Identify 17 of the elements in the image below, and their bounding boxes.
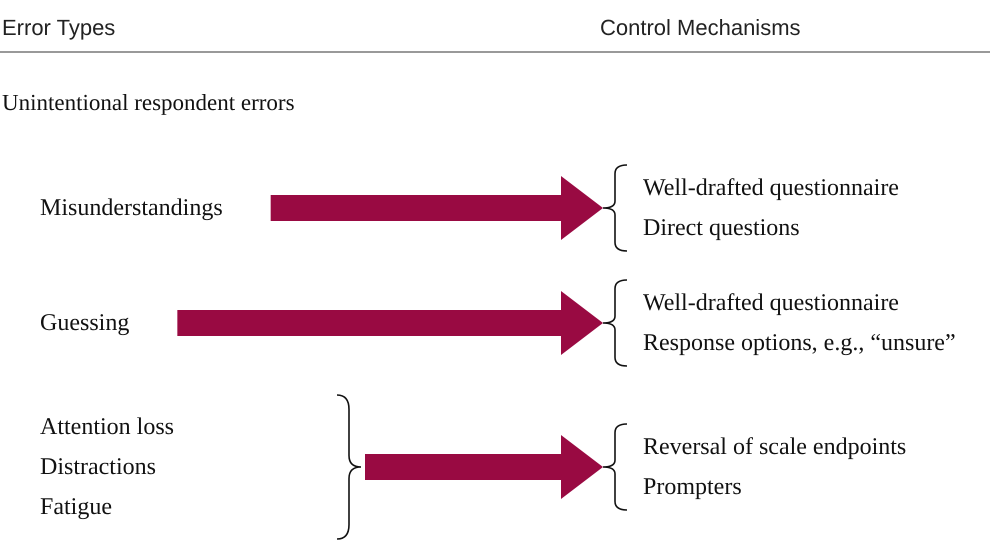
arrow	[177, 291, 603, 355]
arrow	[270, 176, 603, 240]
error-type-text: Guessing	[40, 309, 130, 338]
control-mechanism-text: Prompters	[643, 473, 742, 502]
error-type-text: Attention loss	[40, 413, 174, 442]
control-mechanism-text: Well-drafted questionnaire	[643, 174, 899, 203]
arrow	[365, 435, 603, 499]
error-type-text: Distractions	[40, 453, 156, 482]
control-mechanism-text: Response options, e.g., “unsure”	[643, 329, 956, 358]
error-type-text: Fatigue	[40, 493, 112, 522]
error-type-text: Misunderstandings	[40, 194, 223, 223]
control-mechanism-text: Reversal of scale endpoints	[643, 433, 906, 462]
column-heading: Control Mechanisms	[600, 15, 801, 41]
control-mechanism-text: Well-drafted questionnaire	[643, 289, 899, 318]
control-mechanism-text: Direct questions	[643, 214, 800, 243]
column-heading: Error Types	[2, 15, 116, 41]
section-heading: Unintentional respondent errors	[2, 90, 295, 116]
